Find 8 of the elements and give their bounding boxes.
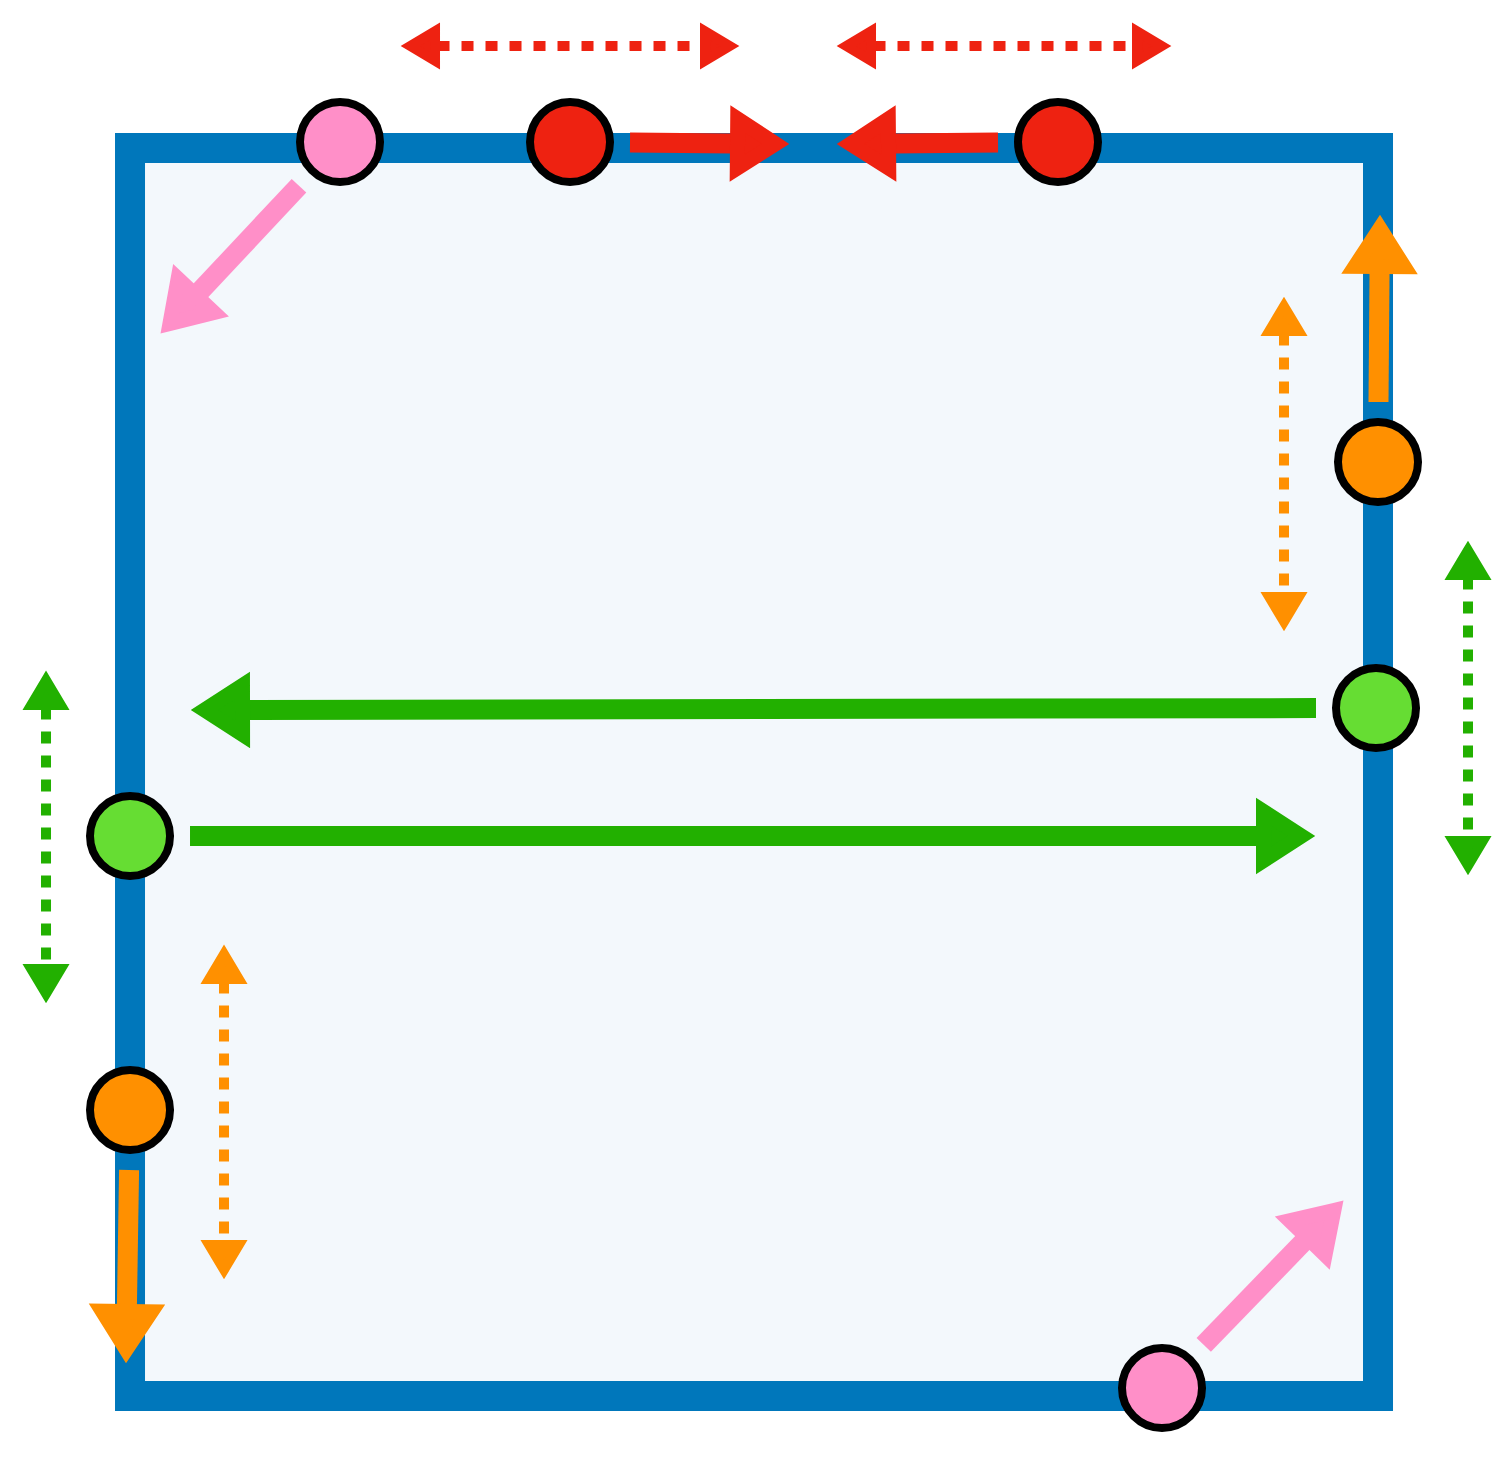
circle-marker	[526, 98, 614, 186]
circle-marker	[296, 98, 384, 186]
circle-marker	[1334, 418, 1422, 506]
circle-marker	[86, 1066, 174, 1154]
circle-marker	[1118, 1344, 1206, 1432]
circle-marker	[86, 792, 174, 880]
circle-marker	[1014, 98, 1102, 186]
circle-marker	[1332, 664, 1420, 752]
